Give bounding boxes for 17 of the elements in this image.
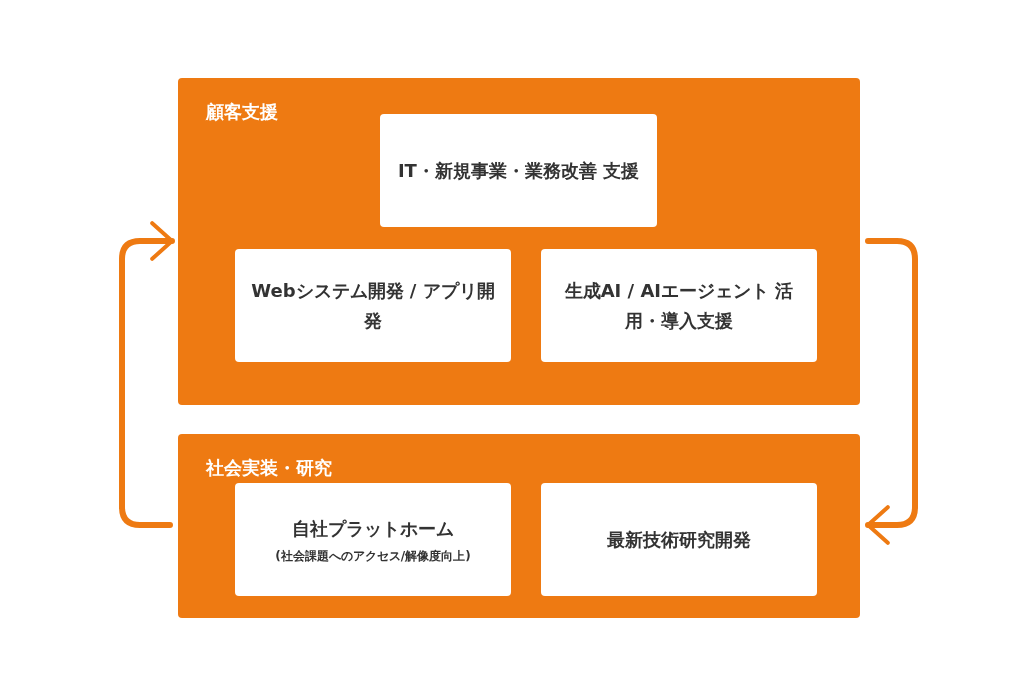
service-card bbox=[235, 483, 511, 596]
card-title: 自社プラットホーム bbox=[292, 517, 454, 542]
card-title: 最新技術研究開発 bbox=[607, 527, 751, 552]
group-panel bbox=[178, 78, 860, 405]
group-panel bbox=[178, 434, 860, 618]
service-card bbox=[541, 249, 817, 362]
service-card bbox=[541, 483, 817, 596]
panel-heading: 社会実装・研究 bbox=[206, 456, 332, 480]
service-card bbox=[235, 249, 511, 362]
card-title: IT・新規事業・業務改善 支援 bbox=[397, 158, 640, 183]
cycle-arrow bbox=[119, 221, 175, 528]
service-card bbox=[380, 114, 657, 227]
panel-heading: 顧客支援 bbox=[206, 100, 278, 124]
card-title: Webシステム開発 / アプリ開発 bbox=[250, 278, 496, 333]
cycle-arrow bbox=[865, 238, 918, 545]
card-title: 生成AI / AIエージェント 活用・導入支援 bbox=[563, 278, 795, 333]
card-subtitle: (社会課題へのアクセス/解像度向上) bbox=[275, 547, 471, 565]
